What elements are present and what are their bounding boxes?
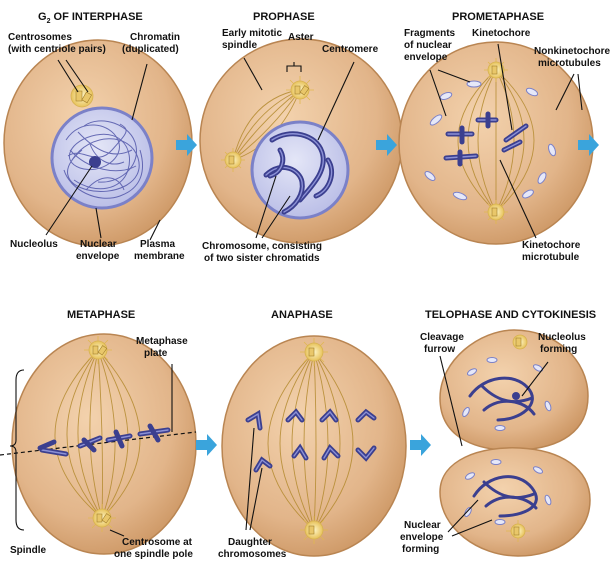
prometaphase-envelope-fragments [424,80,556,201]
prophase-chromosomes [263,131,334,215]
arrow-right-icon [176,134,197,156]
label-nuclear-forming-1: Nuclear [404,520,441,531]
arrow-right-icon [196,434,217,456]
label-plasma-1: Plasma [140,239,175,250]
label-centrosome-pole-1: Centrosome at [122,537,193,548]
anaphase-daughter-chromosomes [245,408,377,473]
label-metaphase-plate-1: Metaphase [136,336,188,347]
label-nonkinetochore-2: microtubules [538,58,601,69]
prometaphase-centrosome-bottom [484,200,508,224]
label-centrosomes-1: Centrosomes [8,32,72,43]
prometaphase-title: PROMETAPHASE [452,11,544,23]
label-cleavage-2: furrow [424,344,455,355]
g2-nucleolus [89,156,101,168]
telophase-title: TELOPHASE AND CYTOKINESIS [425,309,596,321]
telophase-centrosome-upper [512,334,528,350]
label-fragments-3: envelope [404,52,448,63]
g2-nucleus [50,106,154,210]
label-nucleolus: Nucleolus [10,239,58,250]
metaphase-title: METAPHASE [67,309,135,321]
label-nuclear-forming-2: envelope [400,532,444,543]
prophase-aster [286,76,314,104]
prophase-cell: Early mitotic spindle Aster Centromere C… [199,28,403,264]
g2-cell: Centrosomes (with centriole pairs) Chrom… [3,32,193,262]
label-fragments-1: Fragments [404,28,456,39]
g2-chromatin [63,120,143,199]
anaphase-cell-membrane [221,335,407,557]
label-chromatin-2: (duplicated) [122,44,179,55]
g2-title: G2 OF INTERPHASE [38,11,143,25]
prophase-aster-2 [221,148,245,172]
g2-centrosomes [70,84,94,108]
prometaphase-centrosome-top [484,58,508,82]
label-kinetochore-mt-1: Kinetochore [522,240,581,251]
prometaphase-cell: Fragments of nuclear envelope Kinetochor… [398,28,611,263]
metaphase-centrosome-bottom [88,504,116,532]
anaphase-centrosome-bottom [300,516,328,544]
telophase-lower-nucleus [464,459,552,525]
label-nonkinetochore-1: Nonkinetochore [534,46,611,57]
prometaphase-chromosomes [443,111,529,167]
label-nuclear-forming-3: forming [402,544,439,555]
label-daughter-1: Daughter [228,537,272,548]
label-nucleolus-forming-1: Nucleolus [538,332,586,343]
anaphase-title: ANAPHASE [271,309,333,321]
label-chromatin-1: Chromatin [130,32,180,43]
label-plasma-2: membrane [134,251,185,262]
label-centrosome-pole-2: one spindle pole [114,549,193,560]
metaphase-centrosome-top [84,336,112,364]
telophase-centrosome-lower [506,520,530,542]
prophase-spindle-fibers [232,89,301,161]
anaphase-centrosome-top [300,338,328,366]
telophase-upper-nucleus [462,357,552,431]
label-spindle: Spindle [10,545,47,556]
label-nuclear-1: Nuclear [80,239,117,250]
label-chromosome-1: Chromosome, consisting [202,241,322,252]
label-centromere: Centromere [322,44,379,55]
anaphase-cell: Daughter chromosomes [218,335,407,560]
prometaphase-spindle-fibers [457,69,535,213]
label-nucleolus-forming-2: forming [540,344,577,355]
metaphase-cell: Metaphase plate Spindle Centrosome at on… [0,333,197,560]
arrow-right-icon [578,134,599,156]
label-daughter-2: chromosomes [218,549,287,560]
label-nuclear-2: envelope [76,251,120,262]
label-metaphase-plate-2: plate [144,348,168,359]
label-cleavage-1: Cleavage [420,332,464,343]
prophase-title: PROPHASE [253,11,315,23]
metaphase-chromosomes [37,423,171,457]
arrow-right-icon [410,434,431,456]
anaphase-spindle-fibers [267,351,354,531]
label-fragments-2: of nuclear [404,40,452,51]
telophase-lower-cell [439,447,591,557]
label-kinetochore-mt-2: microtubule [522,252,580,263]
label-early-mitotic-2: spindle [222,40,257,51]
label-early-mitotic-1: Early mitotic [222,28,282,39]
telophase-cells: Cleavage furrow Nucleolus forming Nuclea… [400,329,591,557]
label-kinetochore: Kinetochore [472,28,531,39]
label-aster: Aster [288,32,314,43]
spindle-bracket [9,369,25,531]
metaphase-plate-line [0,431,197,456]
label-chromosome-2: of two sister chromatids [204,253,320,264]
label-centrosomes-2: (with centriole pairs) [8,44,106,55]
telophase-upper-cell [439,329,589,451]
arrow-right-icon [376,134,397,156]
